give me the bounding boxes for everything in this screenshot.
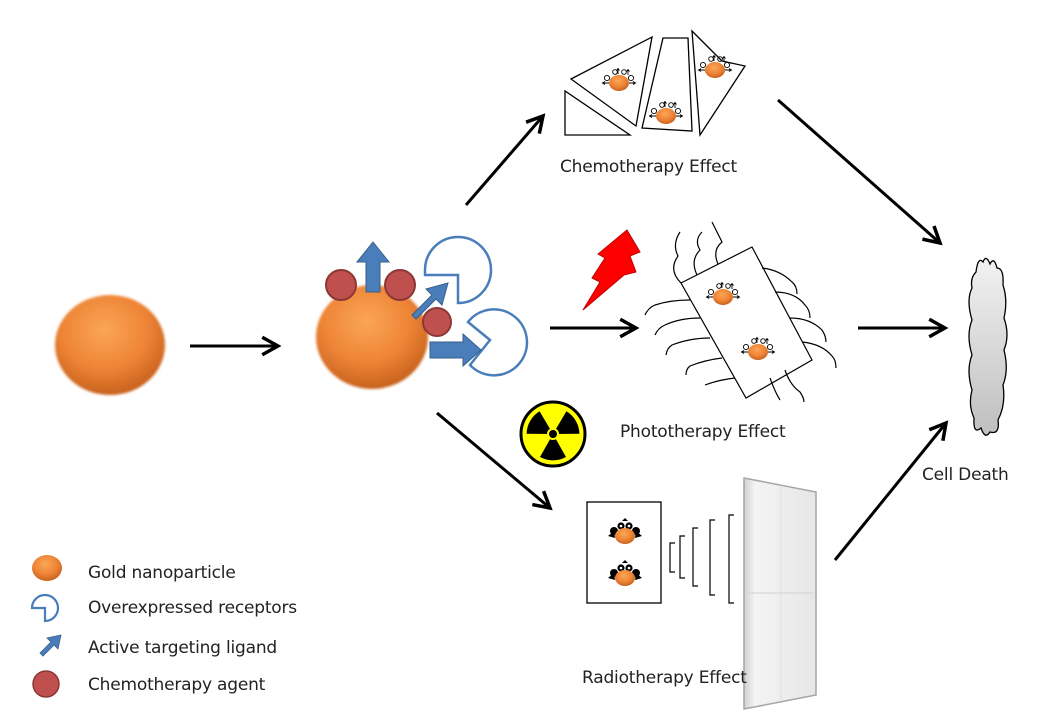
arrow-to-chemotherapy bbox=[464, 116, 543, 206]
legend-ligand-arrow-icon bbox=[39, 634, 62, 657]
chemo-agent bbox=[384, 269, 416, 301]
ligand-right bbox=[429, 332, 482, 368]
receptor-lower bbox=[466, 308, 529, 377]
phototherapy-effect-label: Phototherapy Effect bbox=[620, 422, 786, 442]
lightning-icon bbox=[582, 229, 641, 311]
legend-receptor-icon bbox=[30, 593, 60, 623]
arrow-radio-to-death bbox=[833, 423, 946, 561]
radiation-icon bbox=[519, 400, 587, 468]
ligand-up bbox=[355, 241, 391, 293]
ligand-diagonal bbox=[411, 282, 449, 320]
functionalized-nanoparticle bbox=[316, 235, 529, 389]
receptor-upper bbox=[423, 235, 493, 305]
cell-death-label: Cell Death bbox=[922, 465, 1009, 485]
phototherapy-cell bbox=[644, 221, 837, 403]
legend-chemo-agent-icon bbox=[32, 670, 60, 698]
chemo-agent bbox=[325, 269, 357, 301]
chemotherapy-effect-label: Chemotherapy Effect bbox=[560, 157, 738, 177]
radiation-waves bbox=[669, 514, 734, 604]
legend-gold-nanoparticle-icon bbox=[32, 555, 62, 581]
cell-death-cloud bbox=[968, 257, 1008, 436]
gold-nanoparticle bbox=[55, 295, 165, 395]
radiotherapy-effect-label: Radiotherapy Effect bbox=[582, 668, 747, 688]
chemo-agent bbox=[422, 307, 452, 337]
radiotherapy-sample-box bbox=[586, 501, 662, 604]
arrow-chemo-to-death bbox=[777, 98, 940, 243]
detector-plate bbox=[743, 477, 817, 710]
arrow-to-radiotherapy bbox=[436, 411, 550, 508]
chemotherapy-cell-fragments bbox=[564, 29, 747, 137]
legend-label-chemo-agent: Chemotherapy agent bbox=[88, 675, 266, 695]
legend-label-ligand: Active targeting ligand bbox=[88, 638, 277, 658]
legend-label-gold-nanoparticle: Gold nanoparticle bbox=[88, 563, 236, 583]
legend-label-receptors: Overexpressed receptors bbox=[88, 598, 297, 618]
